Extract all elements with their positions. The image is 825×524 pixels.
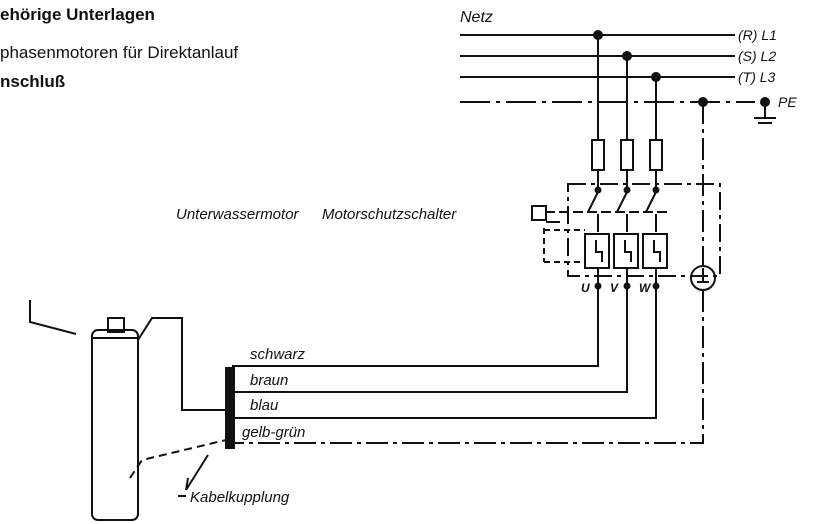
bimetal-v [624,240,632,262]
label-pe: PE [778,94,797,110]
terminal-v [623,282,631,290]
actuator-knob [531,205,547,221]
contact-l3 [652,186,660,194]
terminal-label-v: V [610,281,619,295]
network-title: Netz [460,9,493,26]
wire-gelb-gruen [232,290,704,444]
terminal-w [652,282,660,290]
fuse-l3 [649,139,663,171]
fuse-l1 [591,139,605,171]
terminal-label-w: W [639,281,652,295]
label-switch: Motorschutzschalter [322,206,457,223]
wire-blau [232,288,657,419]
header-line-3: nschluß [0,72,66,91]
blade-l1 [587,191,599,213]
motor-body [91,329,139,521]
label-motor: Unterwassermotor [176,206,300,223]
wire-label-schwarz: schwarz [250,346,306,363]
fuse-l2 [620,139,634,171]
label-l1: (R) L1 [738,27,777,43]
terminal-u [594,282,602,290]
motor-shaft [107,317,125,333]
motor-leader [29,300,77,335]
wire-label-gelb-gruen: gelb-grün [242,424,305,441]
motor-earth-lead [129,439,227,479]
contact-l1 [594,186,602,194]
wire-schwarz [232,288,599,367]
label-l3: (T) L3 [738,69,776,85]
header-line-2: phasenmotoren für Direktanlauf [0,43,239,62]
terminal-label-u: U [581,281,590,295]
cable-coupling [225,367,235,449]
wire-label-blau: blau [250,397,279,414]
contact-l2 [623,186,631,194]
bimetal-w [653,240,661,262]
motor-cable [137,317,226,411]
wire-braun [232,288,628,393]
header-line-1: ehörige Unterlagen [0,5,155,24]
bimetal-u [595,240,603,262]
wire-label-braun: braun [250,372,288,389]
coupling-leader [185,454,209,491]
label-coupling: Kabelkupplung [190,489,290,506]
blade-l2 [616,191,628,213]
blade-l3 [645,191,657,213]
label-l2: (S) L2 [738,48,776,64]
